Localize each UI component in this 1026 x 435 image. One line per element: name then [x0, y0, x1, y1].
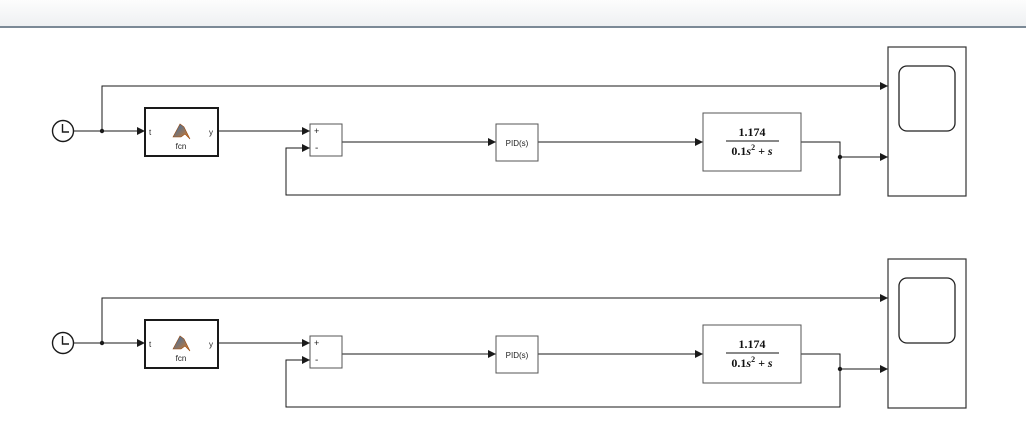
pid-controller-block[interactable]: PID(s): [495, 335, 539, 374]
signal-plant-out: [801, 141, 841, 157]
branch-point: [837, 366, 843, 372]
matlab-logo-icon: [172, 335, 191, 352]
fcn-label: fcn: [176, 142, 187, 151]
pid-controller-block[interactable]: PID(s): [495, 123, 539, 162]
port-in-label: t: [149, 128, 152, 137]
diagram-row-2: t y fcn + - PID(s) 1.174 0.1s2 + s: [51, 258, 967, 409]
branch-point: [99, 128, 105, 134]
branch-point: [99, 340, 105, 346]
signal-feedback: [285, 144, 841, 196]
scope-icon: [898, 277, 956, 344]
scope-block[interactable]: [887, 258, 967, 409]
sum-sign-plus: +: [314, 126, 319, 136]
toolbar-strip: [0, 0, 1026, 28]
signal-clock-to-scope: [101, 294, 888, 343]
scope-icon: [898, 65, 956, 132]
signal-clock-to-scope: [101, 82, 888, 131]
port-out-label: y: [209, 128, 213, 137]
matlab-function-block[interactable]: t y fcn: [144, 107, 219, 157]
transfer-fcn-block[interactable]: 1.174 0.1s2 + s: [702, 112, 802, 172]
matlab-logo-icon: [172, 123, 191, 140]
pid-label: PID(s): [506, 139, 529, 148]
sum-sign-minus: -: [315, 355, 318, 366]
fcn-label: fcn: [176, 354, 187, 363]
clock-block[interactable]: [51, 119, 75, 143]
clock-icon: [61, 336, 69, 345]
sum-sign-minus: -: [315, 143, 318, 154]
scope-block[interactable]: [887, 46, 967, 197]
sum-block[interactable]: + -: [309, 335, 343, 369]
sum-block[interactable]: + -: [309, 123, 343, 157]
tf-denominator: 0.1s2 + s: [731, 355, 773, 370]
signal-plant-out: [801, 353, 841, 369]
port-out-label: y: [209, 340, 213, 349]
simulink-canvas: t y fcn + - PID(s) 1.174 0.1s2 + s: [51, 46, 967, 409]
clock-block[interactable]: [51, 331, 75, 355]
tf-numerator: 1.174: [739, 337, 766, 351]
matlab-function-block[interactable]: t y fcn: [144, 319, 219, 369]
pid-label: PID(s): [506, 351, 529, 360]
clock-icon: [61, 124, 69, 133]
transfer-fcn-block[interactable]: 1.174 0.1s2 + s: [702, 324, 802, 384]
diagram-row-1: t y fcn + - PID(s) 1.174 0.1s2 + s: [51, 46, 967, 197]
branch-point: [837, 154, 843, 160]
port-in-label: t: [149, 340, 152, 349]
signal-feedback: [285, 356, 841, 408]
tf-numerator: 1.174: [739, 125, 766, 139]
sum-sign-plus: +: [314, 338, 319, 348]
tf-denominator: 0.1s2 + s: [731, 143, 773, 158]
